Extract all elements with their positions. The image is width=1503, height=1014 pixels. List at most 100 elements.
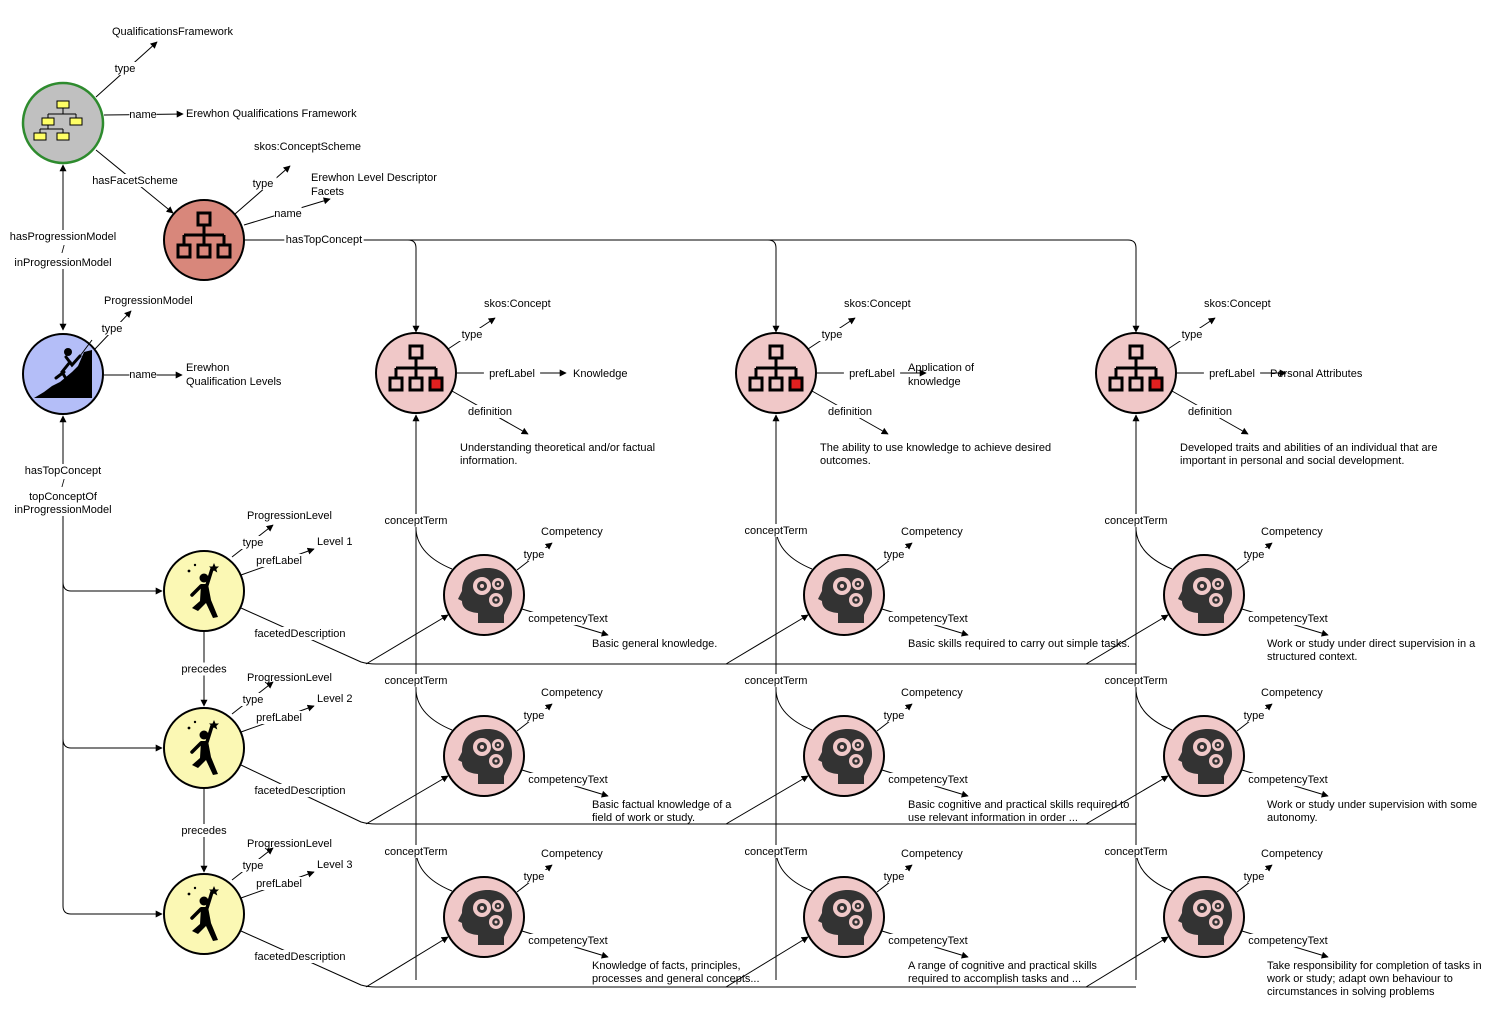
- competency-2-2-concept-term-label-bg: [742, 674, 810, 687]
- concept-3-preflabel-label: prefLabel: [1209, 368, 1255, 380]
- competency-1-2-type-label: type: [884, 549, 905, 561]
- competency-3-1-text-label-bg: [525, 934, 611, 947]
- competency-3-1-text-label: competencyText: [528, 935, 607, 947]
- concept-1-preflabel-label-bg: [483, 367, 541, 380]
- level-1-label: Level 1: [317, 536, 352, 548]
- progression-name-line2: Qualification Levels: [186, 376, 282, 388]
- level-3-type-label: type: [243, 860, 264, 872]
- competency-1-3-text-line-1: Work or study under direct supervision i…: [1267, 638, 1476, 650]
- edge-level-1-faceted-bus: [240, 607, 1136, 665]
- competency-2-3-text-label-bg: [1245, 773, 1331, 786]
- org-chart-lines: [39, 108, 77, 133]
- competency-3-3-type-value: Competency: [1261, 848, 1323, 860]
- concept-3-definition-label-bg: [1179, 405, 1241, 418]
- concept-3-label: Personal Attributes: [1270, 368, 1363, 380]
- competency-2-1-text-label: competencyText: [528, 774, 607, 786]
- competency-3-1-concept-term-label-bg: [382, 845, 450, 858]
- competency-1-3-type-value: Competency: [1261, 526, 1323, 538]
- framework-type-value: QualificationsFramework: [112, 26, 234, 38]
- concept-3-preflabel-label-bg: [1203, 367, 1261, 380]
- concept-2-type-label: type: [822, 329, 843, 341]
- edge-level-3-faceted-bus: [240, 930, 1136, 988]
- competency-3-1-concept-term-label: conceptTerm: [385, 846, 448, 858]
- competency-1-2-text-label-bg: [885, 612, 971, 625]
- concept-2-definition-line1: The ability to use knowledge to achieve …: [820, 442, 1051, 454]
- competency-1-1-type-label: type: [524, 549, 545, 561]
- level-1-type-label-bg: [239, 536, 267, 549]
- competency-2-3-type-label-bg: [1240, 709, 1268, 722]
- competency-2-1-text-line-2: field of work or study.: [592, 812, 695, 824]
- level-1-faceted-label: facetedDescription: [254, 628, 345, 640]
- scheme-name-line2: Facets: [311, 186, 345, 198]
- concept-node-1: [375, 332, 457, 414]
- concept-2-label-line2: knowledge: [908, 376, 961, 388]
- concept-3-type-label-bg: [1178, 328, 1206, 341]
- competency-3-3-concept-term-label-bg: [1102, 845, 1170, 858]
- pm-in-progression-model-label-bg: [8, 503, 118, 516]
- competency-node-2-2: [803, 715, 885, 797]
- org-chart-box-1: [56, 100, 70, 109]
- has-top-concept-label: hasTopConcept: [286, 234, 362, 246]
- competency-2-3-text-label: competencyText: [1248, 774, 1327, 786]
- competency-node-1-2: [803, 554, 885, 636]
- competency-2-1-concept-term-label-bg: [382, 674, 450, 687]
- level-2-preflabel-label: prefLabel: [256, 712, 302, 724]
- competency-3-2-text-label-bg: [885, 934, 971, 947]
- competency-2-2-text-label-bg: [885, 773, 971, 786]
- competency-2-3-concept-term-label: conceptTerm: [1105, 675, 1168, 687]
- competency-3-3-type-label-bg: [1240, 870, 1268, 883]
- competency-1-2-concept-term-label-bg: [742, 524, 810, 537]
- level-3-faceted-label-bg: [245, 950, 355, 963]
- concept-3-definition-line2: important in personal and social develop…: [1180, 455, 1404, 467]
- concept-1-definition-label-bg: [459, 405, 521, 418]
- level-3-preflabel-label: prefLabel: [256, 878, 302, 890]
- competency-1-1-concept-term-label: conceptTerm: [385, 515, 448, 527]
- edge-top-concept-1: [407, 239, 420, 333]
- concept-1-type-label-bg: [458, 328, 486, 341]
- competency-3-3-text-label-bg: [1245, 934, 1331, 947]
- competency-1-1-type-label-bg: [520, 548, 548, 561]
- competency-3-2-type-label: type: [884, 871, 905, 883]
- concept-1-type-value: skos:Concept: [484, 298, 551, 310]
- climber-icon: [34, 339, 93, 398]
- concept-2-definition-line2: outcomes.: [820, 455, 871, 467]
- competency-1-1-type-value: Competency: [541, 526, 603, 538]
- concept-2-definition-label-bg: [819, 405, 881, 418]
- edge-competency-2-3-concept-term: [1135, 690, 1173, 731]
- competency-3-2-type-label-bg: [880, 870, 908, 883]
- competency-3-1-text-line-1: Knowledge of facts, principles,: [592, 960, 741, 972]
- competency-2-1-concept-term-label: conceptTerm: [385, 675, 448, 687]
- edge-competency-1-1-faceted: [365, 614, 449, 665]
- level-node-1: [163, 550, 245, 632]
- framework-type-label: type: [115, 63, 136, 75]
- org-chart-box-5: [56, 132, 70, 141]
- competency-1-2-concept-term-label: conceptTerm: [745, 525, 808, 537]
- competency-3-3-text-line-1: Take responsibility for completion of ta…: [1267, 960, 1482, 972]
- level-1-preflabel-label: prefLabel: [256, 555, 302, 567]
- level-2-type-label-bg: [239, 693, 267, 706]
- edge-competency-2-1-faceted: [365, 775, 449, 825]
- competency-1-1-text-label-bg: [525, 612, 611, 625]
- competency-3-2-concept-term-label-bg: [742, 845, 810, 858]
- edge-level-1-in: [62, 581, 163, 595]
- level-2-faceted-label: facetedDescription: [254, 785, 345, 797]
- competency-3-3-text-line-2: work or study; adapt own behaviour to: [1266, 973, 1453, 985]
- level-1-faceted-label-bg: [245, 627, 355, 640]
- has-progression-model-label: hasProgressionModel: [10, 231, 116, 243]
- edge-competency-3-1-faceted: [365, 936, 449, 988]
- concept-1-definition-line2: information.: [460, 455, 517, 467]
- has-facet-scheme-label-bg: [92, 174, 178, 187]
- competency-2-2-text-label: competencyText: [888, 774, 967, 786]
- competency-2-3-text-line-1: Work or study under supervision with som…: [1267, 799, 1477, 811]
- concept-3-definition-label: definition: [1188, 406, 1232, 418]
- edge-level-2-faceted-bus: [240, 764, 1136, 825]
- edge-top-concept-3: [245, 239, 1140, 333]
- competency-1-3-concept-term-label-bg: [1102, 514, 1170, 527]
- level-3-preflabel-label-bg: [250, 877, 308, 890]
- concept-2-type-label-bg: [818, 328, 846, 341]
- in-progression-model-label-bg: [8, 256, 118, 269]
- concept-node-2: [735, 332, 817, 414]
- node-layer: [21, 81, 1245, 958]
- progression-name-label: name: [129, 369, 157, 381]
- competency-1-2-text-line-1: Basic skills required to carry out simpl…: [908, 638, 1130, 650]
